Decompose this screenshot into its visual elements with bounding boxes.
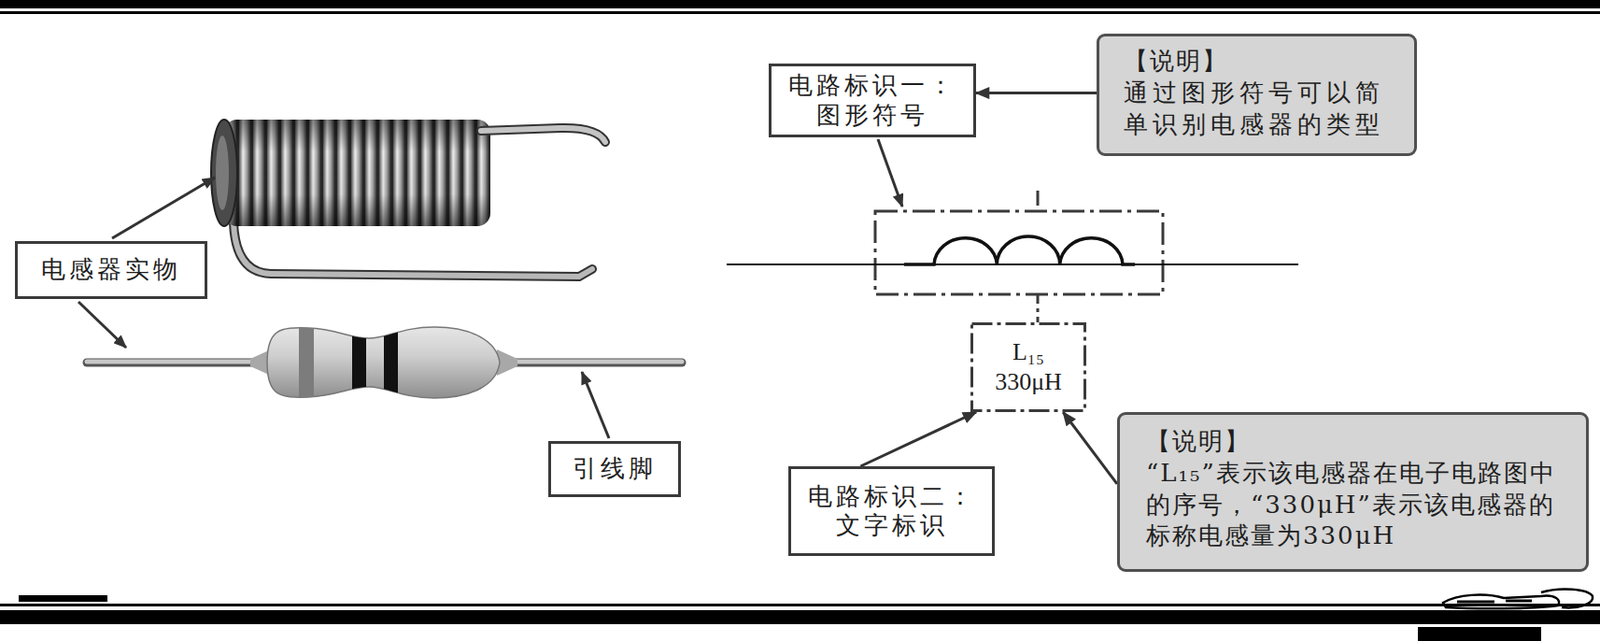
note-body: 通过图形符号可以简单识别电感器的类型 <box>1123 77 1390 142</box>
coil-inductor <box>211 119 606 277</box>
coil-lead <box>233 222 593 277</box>
leader-line <box>877 139 903 207</box>
footer-mark <box>18 594 108 602</box>
colour-band <box>352 317 367 411</box>
leader-line <box>78 301 127 348</box>
coil-lead <box>233 222 593 277</box>
top-bar <box>0 0 1600 9</box>
inductor-coil-symbol <box>904 236 1135 265</box>
note-heading: 【说明】 <box>1123 45 1229 78</box>
label-box: 电路标识二： 文字标识 <box>788 466 995 556</box>
coil-shading <box>224 119 491 227</box>
label-text: 电感器实物 <box>41 254 182 284</box>
coil-winding <box>224 119 491 227</box>
coil-lead <box>481 127 606 142</box>
top-rule <box>0 11 1600 15</box>
footer-icon <box>1541 589 1593 609</box>
text-marking-box: L₁₅330μH <box>970 322 1087 412</box>
dashdot-border <box>972 324 1086 411</box>
bottom-rule <box>0 603 1600 607</box>
coil-lead <box>481 127 606 142</box>
footer-icon <box>1457 600 1532 602</box>
bottom-block <box>1417 626 1542 641</box>
coil-end <box>211 119 238 227</box>
connector-arrow <box>1062 411 1118 484</box>
connector-arrow <box>976 91 1097 95</box>
colour-band <box>383 317 398 411</box>
colour-band <box>298 317 314 411</box>
bottom-bar <box>0 609 1600 624</box>
note-box: 【说明】通过图形符号可以简单识别电感器的类型 <box>1096 33 1417 156</box>
label-text: 电路标识一： 图形符号 <box>780 70 964 129</box>
colour-bands <box>298 317 398 411</box>
dashdot-outline <box>970 322 1087 412</box>
label-text: 引线脚 <box>572 453 657 483</box>
circuit-wire <box>726 263 1299 266</box>
dashdot-frame <box>875 211 1163 295</box>
leader-line <box>581 371 609 439</box>
inductor-symbol <box>726 190 1299 323</box>
dashdot-tick <box>1036 190 1040 206</box>
label-box: 引线脚 <box>548 440 681 497</box>
label-text: 330μH <box>994 367 1062 398</box>
dashdot-link <box>1036 294 1040 323</box>
connector-arrow <box>860 411 977 467</box>
note-heading: 【说明】 <box>1146 425 1251 458</box>
footer-icon <box>1443 594 1559 609</box>
coil-core <box>215 135 229 211</box>
note-box: 【说明】“L₁₅”表示该电感器在电子电路图中的序号，“330μH”表示该电感器的… <box>1117 411 1589 572</box>
note-body: “L₁₅”表示该电感器在电子电路图中的序号，“330μH”表示该电感器的标称电感… <box>1146 457 1560 553</box>
label-box: 电路标识一： 图形符号 <box>768 63 977 138</box>
label-box: 电感器实物 <box>14 240 208 299</box>
label-text: 电路标识二： 文字标识 <box>800 481 983 540</box>
label-text: L₁₅ <box>1012 337 1045 369</box>
leader-line <box>112 177 215 239</box>
